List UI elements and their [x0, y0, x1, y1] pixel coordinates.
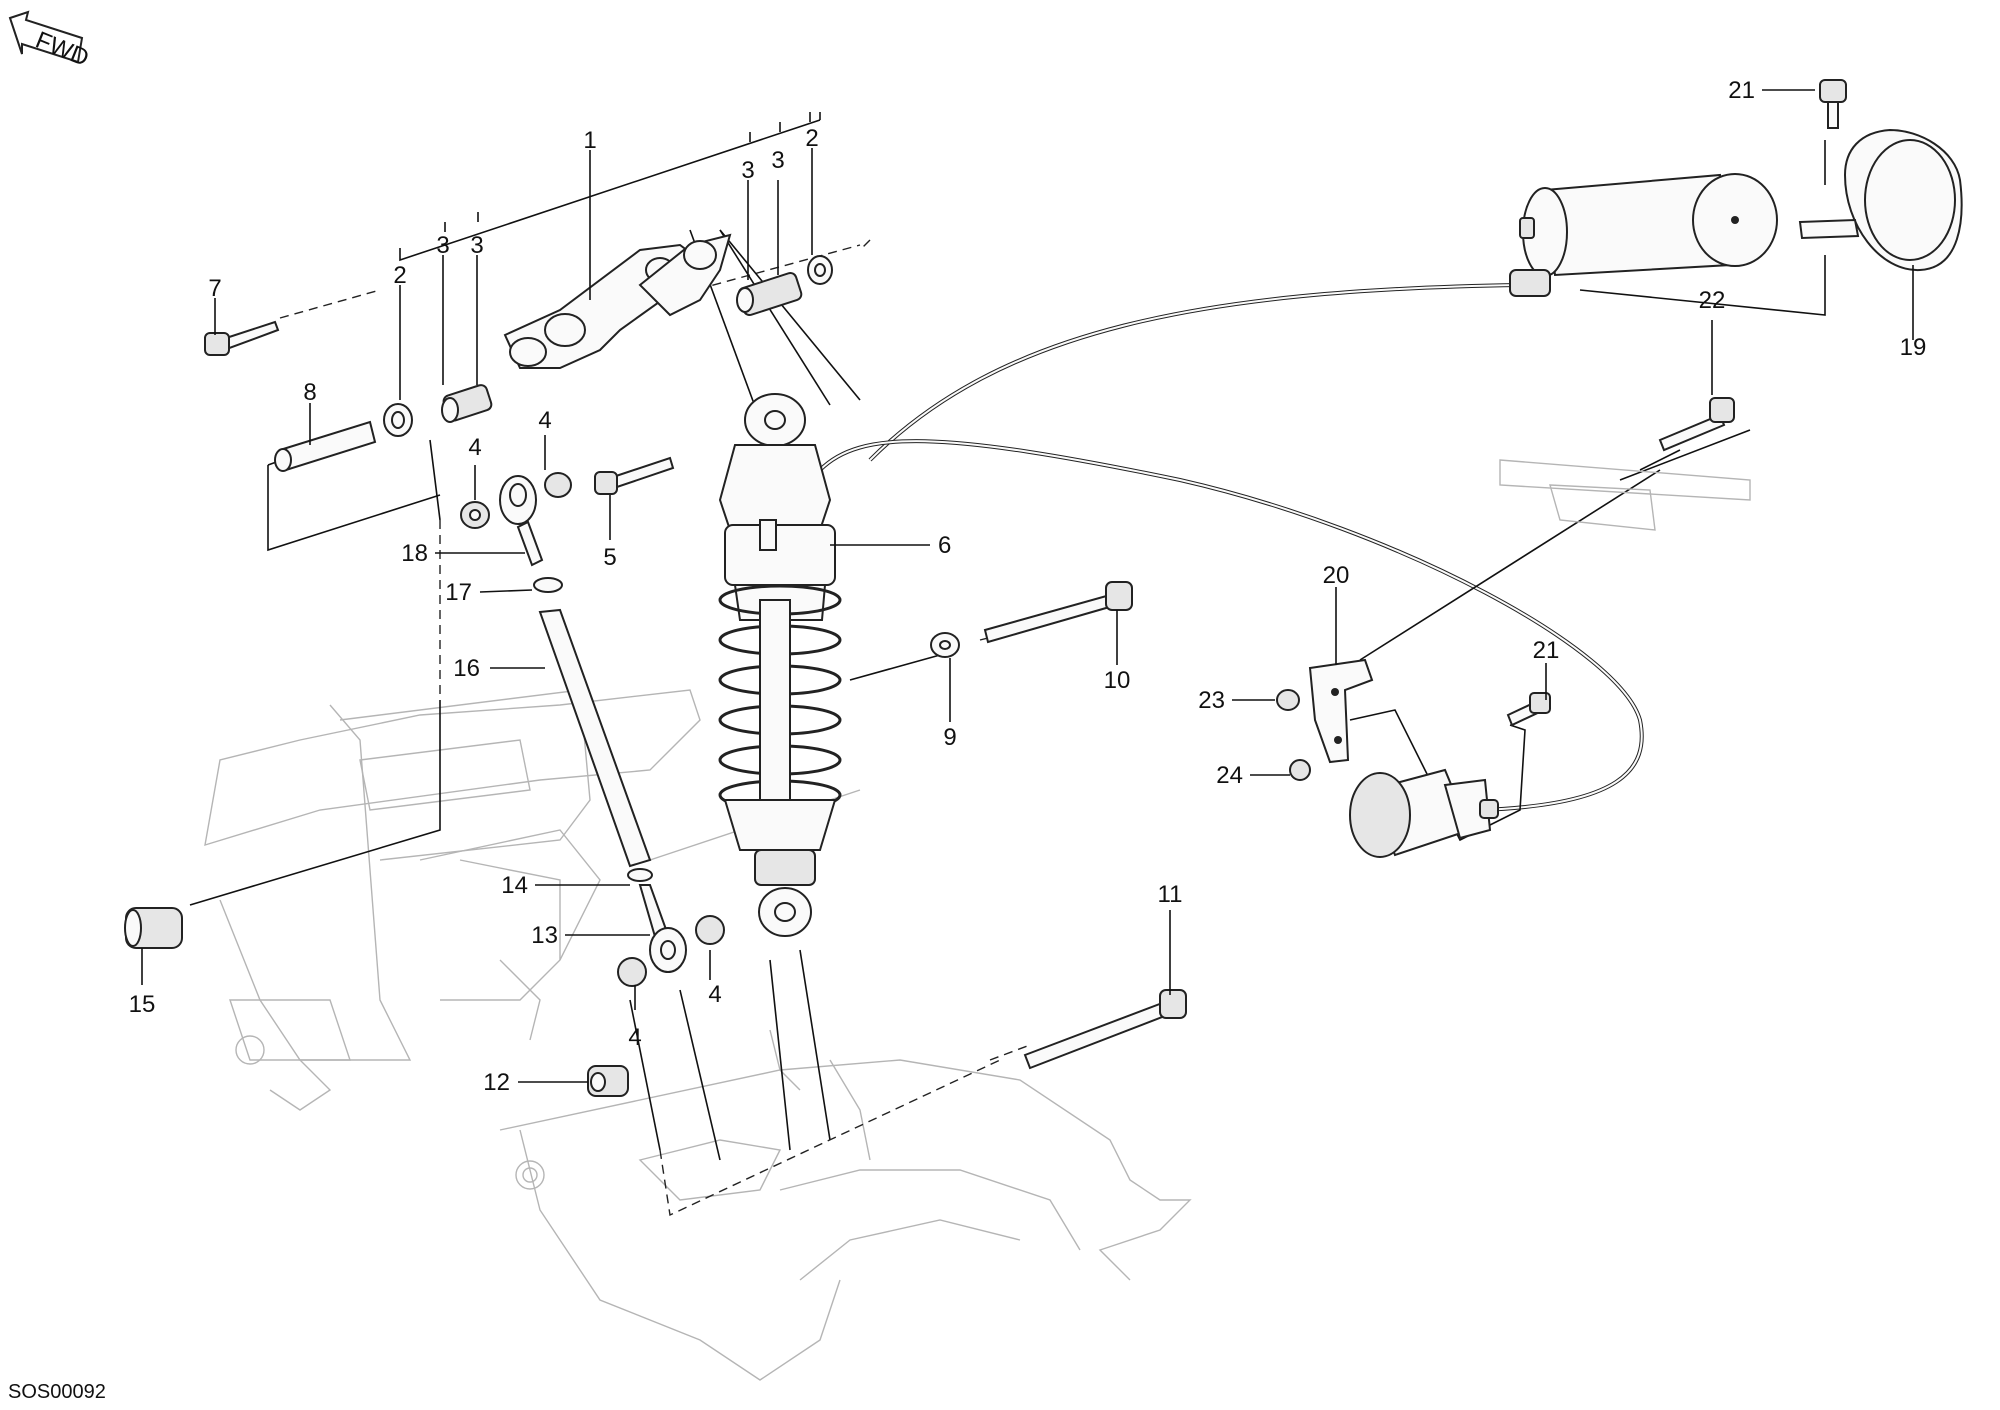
part-19-reservoir — [1509, 173, 1778, 297]
part-6-shock-absorber — [718, 393, 842, 937]
callout-4-c: 4 — [628, 1024, 641, 1051]
callout-5: 5 — [603, 544, 616, 571]
callout-19: 19 — [1900, 334, 1927, 361]
callout-18: 18 — [401, 540, 428, 567]
callout-2-right: 2 — [805, 125, 818, 152]
part-19-clamp — [1798, 128, 1963, 272]
part-16-rod — [538, 608, 652, 868]
fwd-arrow-icon: FWD — [8, 10, 93, 72]
callout-16: 16 — [453, 655, 480, 682]
callout-7: 7 — [208, 275, 221, 302]
part-3-bearings-right — [736, 271, 803, 317]
callout-13: 13 — [531, 922, 558, 949]
callout-2-left: 2 — [393, 262, 406, 289]
part-24-nut — [1289, 759, 1311, 781]
part-10-bolt — [983, 581, 1133, 644]
callout-3-a: 3 — [436, 232, 449, 259]
callout-4-b: 4 — [538, 407, 551, 434]
part-12-bush — [587, 1065, 629, 1097]
part-14-ring — [627, 868, 653, 882]
callout-3-d: 3 — [771, 147, 784, 174]
callout-11: 11 — [1158, 881, 1183, 908]
part-2-washer-right — [807, 255, 833, 285]
callout-6: 6 — [938, 532, 951, 559]
part-4-bush-b — [544, 472, 572, 498]
callout-3-b: 3 — [470, 232, 483, 259]
part-18-rod-end — [499, 475, 544, 567]
drawing-code: SOS00092 — [8, 1381, 106, 1403]
part-1-linkage — [503, 233, 732, 369]
callout-20: 20 — [1323, 562, 1350, 589]
callout-3-c: 3 — [741, 157, 754, 184]
callout-10: 10 — [1104, 667, 1131, 694]
part-13-rod-end — [638, 884, 687, 973]
part-22-mount-bar — [1499, 459, 1751, 531]
part-22-screw — [1658, 397, 1735, 452]
part-15-bush — [124, 907, 183, 949]
callout-21-right: 21 — [1533, 637, 1560, 664]
callout-22: 22 — [1699, 287, 1726, 314]
assembly-lines — [189, 112, 1826, 1217]
callout-8: 8 — [303, 379, 316, 406]
callout-4-a: 4 — [468, 434, 481, 461]
part-21-screw-right — [1506, 692, 1551, 727]
callout-12: 12 — [483, 1069, 510, 1096]
part-21-screw-top — [1819, 79, 1847, 129]
part-9-washer — [930, 632, 960, 658]
callout-24: 24 — [1216, 762, 1243, 789]
part-8-spacer — [274, 420, 377, 472]
part-7-bolt — [204, 320, 280, 356]
part-4-bush-a — [460, 501, 490, 529]
callout-21-top: 21 — [1728, 77, 1755, 104]
part-4-bush-c — [695, 915, 725, 945]
callout-leaders — [141, 89, 1914, 1083]
part-3-bearings-left — [441, 384, 493, 423]
callout-9: 9 — [943, 724, 956, 751]
remote-adjuster — [1349, 768, 1499, 858]
callout-23: 23 — [1198, 687, 1225, 714]
part-20-bracket — [1308, 658, 1374, 764]
callout-4-d: 4 — [708, 981, 721, 1008]
part-5-bolt — [594, 456, 675, 495]
part-2-washer-left — [383, 403, 413, 437]
callout-14: 14 — [501, 872, 528, 899]
part-4-bush-d — [617, 957, 647, 987]
part-17-ring — [533, 577, 563, 593]
callout-labels: 1 2 2 3 3 3 3 4 4 4 4 5 6 7 8 9 10 11 12… — [129, 77, 1927, 1096]
callout-15: 15 — [129, 991, 156, 1018]
part-11-bolt — [1023, 989, 1187, 1070]
callout-17: 17 — [445, 579, 472, 606]
callout-1: 1 — [583, 127, 596, 154]
part-23-nut — [1276, 689, 1300, 711]
frame-outline — [204, 689, 1192, 1381]
